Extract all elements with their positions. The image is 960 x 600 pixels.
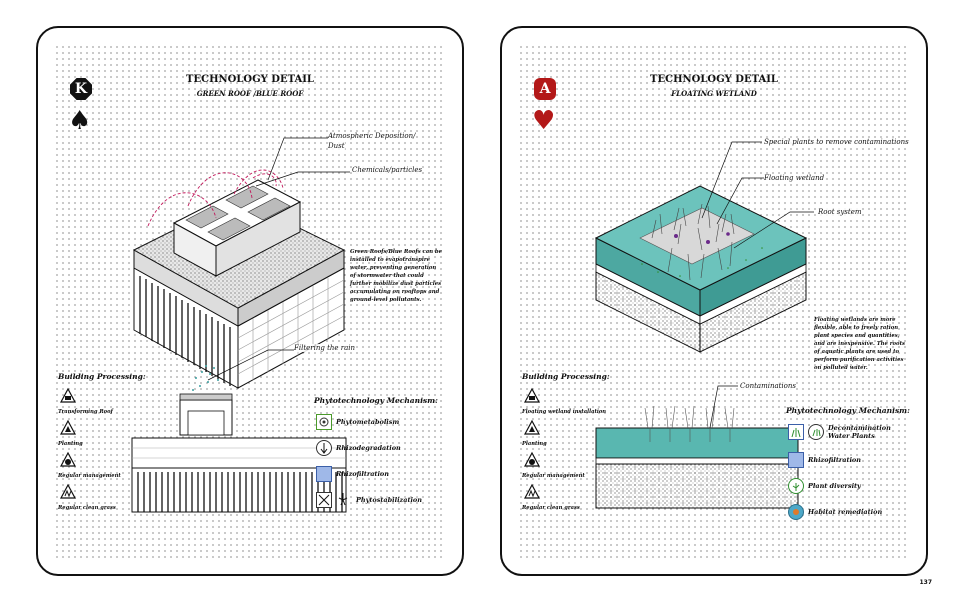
rhizofiltration-icon [316, 466, 332, 482]
process-label-4: Regular clean grass [58, 505, 116, 511]
mechanism-label-3: Rhizofiltration [808, 456, 861, 464]
mechanism-label-4: Plant diversity [808, 482, 861, 490]
description-text: Green Roofs/Blue Roofs can be installed … [350, 249, 442, 303]
clean-grass-icon [523, 483, 541, 499]
rhizofiltration-icon [788, 452, 804, 468]
label-special-plants: Special plants to remove contaminations [764, 138, 909, 146]
planting-icon [59, 419, 77, 435]
water-plant-icon [788, 424, 804, 440]
process-label-1: Floating wetland installation [522, 409, 607, 415]
management-icon [59, 451, 77, 467]
card-floating-wetland: A ♥ TECHNOLOGY DETAIL FLOATING WETLAND [500, 26, 928, 576]
page-number: 137 [919, 579, 932, 586]
process-label-1: Transforming Roof [58, 409, 113, 415]
process-label-2: Planting [58, 441, 83, 447]
mechanism-label-1: Phytometabolism [336, 418, 400, 426]
page-title: TECHNOLOGY DETAIL [186, 74, 314, 85]
process-label-3: Regular management [58, 473, 121, 479]
decontamination-icon [808, 424, 824, 440]
page-subtitle: FLOATING WETLAND [671, 89, 757, 98]
heart-icon: ♥ [532, 106, 556, 136]
mechanism-label-4: Phytostabilization [356, 496, 422, 504]
rank-a-badge: A [534, 78, 556, 100]
mechanism-heading: Phytotechnology Mechanism: [314, 396, 438, 405]
phytometabolism-icon [316, 414, 332, 430]
process-label-3: Regular management [522, 473, 585, 479]
process-label-4: Regular clean grass [522, 505, 580, 511]
label-dust: Dust [328, 142, 345, 150]
description-text: Floating wetlands are more flexible, abl… [814, 317, 906, 371]
mechanism-heading: Phytotechnology Mechanism: [786, 406, 910, 415]
mechanism-label-5: Habitat remediation [808, 508, 883, 516]
spade-icon: ♠ [68, 106, 92, 136]
process-label-2: Planting [522, 441, 547, 447]
rank-k-badge: K [70, 78, 92, 100]
rhizodegradation-icon [316, 440, 332, 456]
mechanism-label-2: Rhizodegradation [336, 444, 401, 452]
transform-roof-icon [59, 387, 77, 403]
page-subtitle: GREEN ROOF /BLUE ROOF [196, 89, 304, 98]
clean-grass-icon [59, 483, 77, 499]
label-filtering: Filtering the rain [294, 344, 356, 352]
installation-icon [523, 387, 541, 403]
card-green-roof: K ♠ TECHNOLOGY DETAIL GREEN ROOF /BLUE R… [36, 26, 464, 576]
building-processing-heading: Building Processing: [522, 372, 610, 381]
page-title: TECHNOLOGY DETAIL [650, 74, 778, 85]
label-floating-wetland: Floating wetland [764, 174, 825, 182]
label-contaminations: Contaminations [740, 382, 796, 390]
mechanism-label-2: Water Plants [828, 432, 875, 440]
building-processing-heading: Building Processing: [58, 372, 146, 381]
label-chemicals: Chemicals/particles [352, 166, 423, 174]
phytostabilization-icon [316, 492, 332, 508]
floating-wetland-illustration [594, 141, 814, 509]
green-roof-illustration [131, 137, 350, 513]
label-atmospheric: Atmospheric Deposition/ [328, 132, 416, 140]
label-root-system: Root system [818, 208, 862, 216]
management-icon [523, 451, 541, 467]
mechanism-label-3: Rhizofiltration [336, 470, 389, 478]
planting-icon [523, 419, 541, 435]
habitat-remediation-icon [788, 504, 804, 520]
root-icon [336, 492, 352, 508]
mechanism-label-1: Decontamination [828, 424, 891, 432]
plant-diversity-icon [788, 478, 804, 494]
